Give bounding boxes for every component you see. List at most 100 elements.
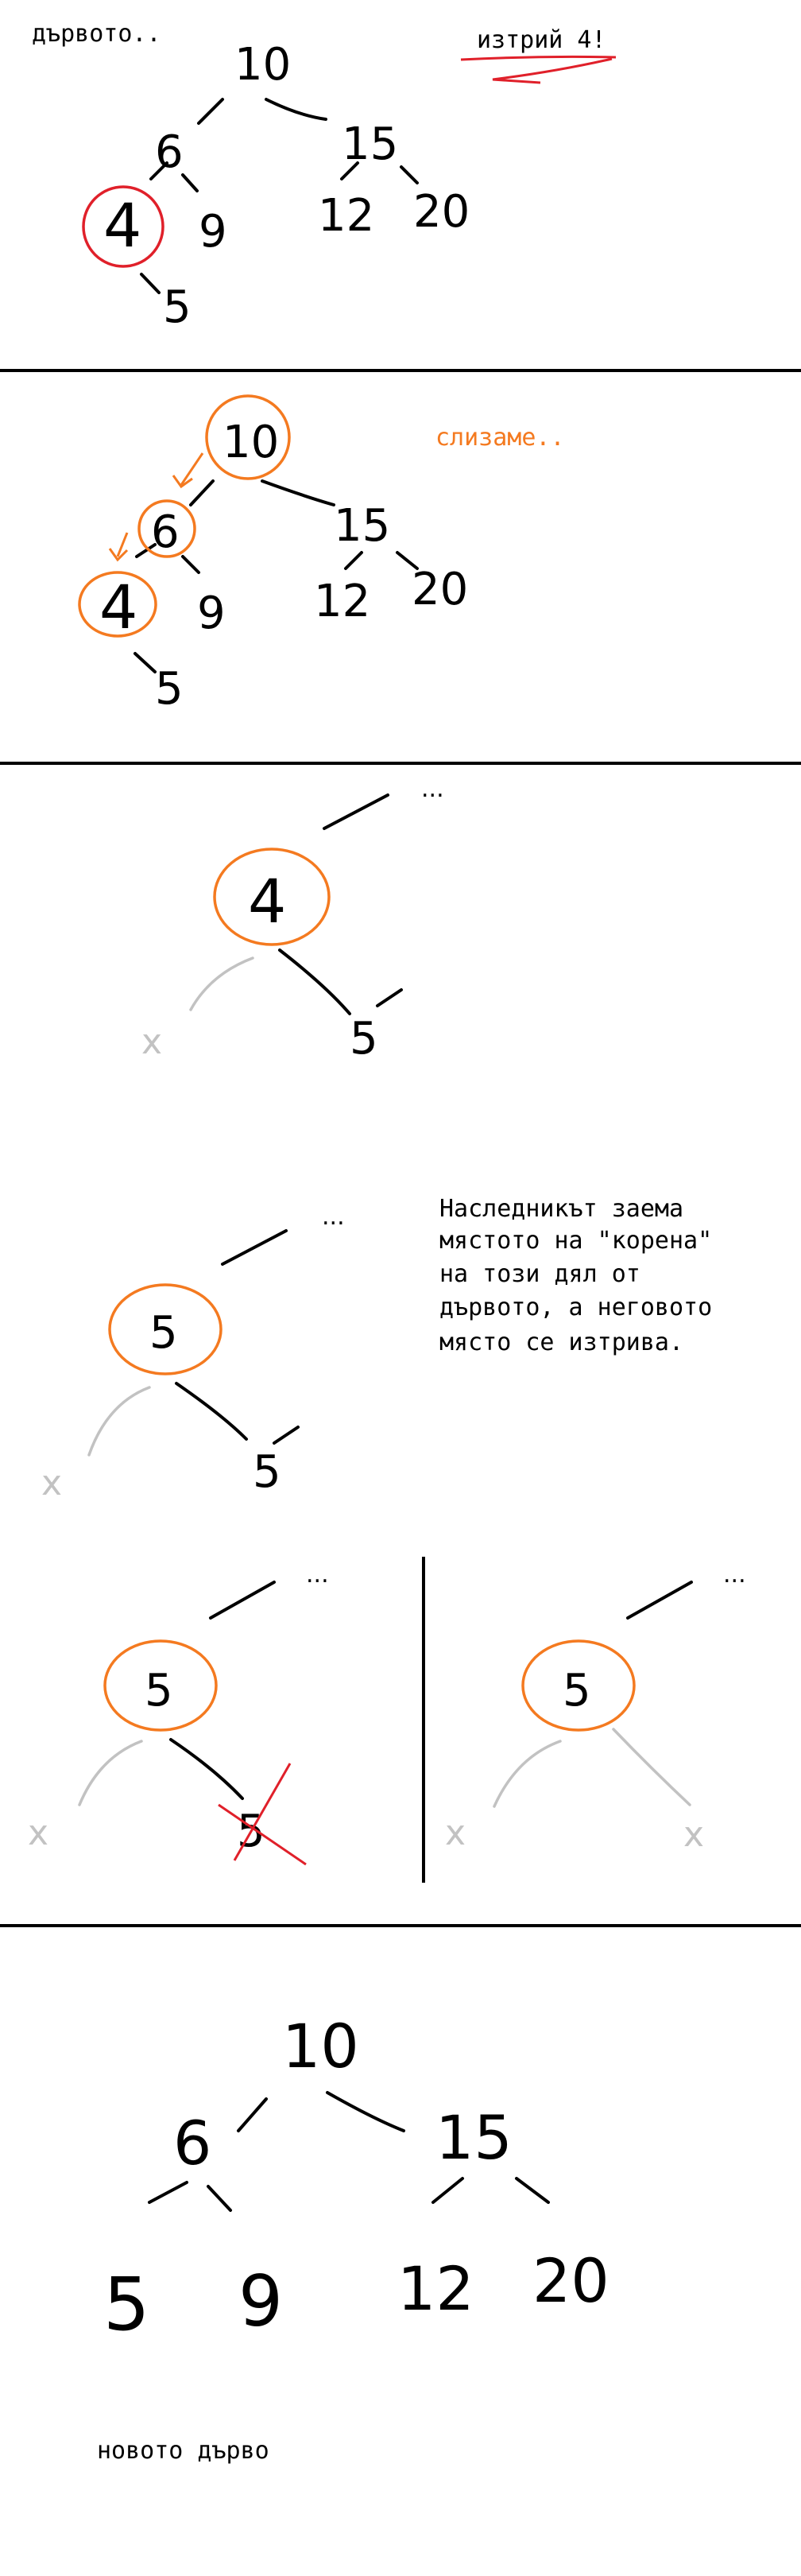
node-12: 12: [397, 2253, 474, 2324]
edge-6-5: [148, 2181, 188, 2204]
edge-parent: [323, 793, 389, 830]
edge-6-9: [181, 173, 199, 192]
edge-left-empty: [87, 1386, 151, 1457]
panel-subtree-node-4: ... 4 x 5: [141, 775, 444, 1065]
arrow-head-1: [172, 475, 193, 489]
edge-left-empty: [78, 1740, 143, 1806]
node-circle-5: [108, 1283, 222, 1375]
edge-right-tick: [376, 988, 403, 1007]
edge-right: [169, 1738, 244, 1800]
node-20: 20: [412, 564, 468, 615]
explanation-line-5: място се изтрива.: [439, 1329, 683, 1356]
edge-left-empty: [189, 956, 254, 1011]
explanation-line-1: Наследникът заема: [439, 1195, 683, 1223]
node-20: 20: [532, 2245, 609, 2316]
edge-6-9: [207, 2185, 232, 2212]
edge-10-6: [237, 2097, 268, 2132]
edge-15-20: [400, 165, 419, 184]
edge-10-15: [261, 479, 335, 506]
ellipsis: ...: [723, 1561, 746, 1589]
ellipsis: ...: [421, 775, 444, 803]
ellipsis: ...: [322, 1203, 345, 1231]
panel-descending: слизаме.. 10 6 15 4 9 12 20 5: [78, 394, 565, 715]
edge-4-5: [140, 273, 161, 294]
node-10: 10: [222, 417, 279, 468]
edge-15-20: [515, 2177, 550, 2204]
empty-left-x: x: [28, 1813, 48, 1853]
node-5-old: 5: [253, 1446, 281, 1498]
node-20: 20: [413, 186, 470, 238]
arrow-down-2: [116, 532, 129, 557]
strike-line-1: [218, 1803, 307, 1866]
edge-15-12: [431, 2177, 464, 2204]
step-result-subtree: ... 5 x x: [445, 1561, 746, 1855]
panel-new-tree: 10 6 15 5 9 12 20 новото дърво: [97, 2011, 609, 2465]
arrow-down-1: [180, 452, 204, 486]
edge-parent: [209, 1581, 276, 1620]
edge-10-15: [265, 98, 327, 121]
empty-right-x: x: [683, 1814, 704, 1855]
empty-left-x: x: [445, 1813, 466, 1853]
step-delete-old-place: ... 5 x 5: [28, 1561, 329, 1866]
delete-target-circle: [82, 185, 164, 268]
panel-successor-replaces: ... 5 x 5 Наследникът заема мястото на "…: [41, 1195, 712, 1503]
path-circle-6: [137, 499, 196, 558]
node-5: 5: [155, 663, 184, 715]
empty-left-x: x: [41, 1463, 62, 1503]
edge-15-12: [340, 161, 359, 180]
edge-left-empty: [493, 1740, 562, 1808]
node-10: 10: [234, 39, 291, 91]
edge-6-4: [149, 161, 168, 180]
edge-right: [175, 1382, 248, 1441]
node-5: 5: [350, 1013, 378, 1065]
caption-new-tree: новото дърво: [97, 2437, 269, 2465]
edge-6-4: [135, 543, 157, 558]
node-9: 9: [199, 206, 227, 258]
explanation-line-2: мястото на "корена": [439, 1227, 712, 1255]
panel-original-tree: дървото.. изтрий 4! 10 6 15 4 9 12 20 5: [32, 20, 617, 333]
panel-remove-successor: ... 5 x 5 ... 5 x x: [28, 1557, 746, 1883]
underline-mark: [460, 55, 617, 61]
path-circle-10: [205, 394, 291, 480]
edge-6-9: [181, 555, 200, 574]
node-5: 5: [163, 281, 192, 333]
node-5: 5: [563, 1665, 591, 1717]
node-4: 4: [99, 572, 137, 642]
edge-right: [278, 949, 351, 1015]
edge-4-5: [134, 652, 157, 673]
node-12: 12: [318, 190, 374, 242]
edge-10-6: [197, 98, 224, 125]
node-4: 4: [248, 866, 286, 937]
edge-right-empty: [612, 1728, 691, 1806]
edge-parent: [221, 1229, 288, 1266]
node-6: 6: [151, 506, 180, 558]
node-circle-5: [103, 1639, 218, 1732]
node-5: 5: [145, 1665, 173, 1717]
node-5-new-root: 5: [149, 1307, 178, 1359]
edge-15-12: [344, 551, 363, 570]
node-12: 12: [314, 576, 370, 627]
underline-scribble: [492, 57, 613, 84]
edge-10-15: [326, 2091, 405, 2132]
strike-line-2: [233, 1763, 292, 1861]
explanation-line-3: на този дял от: [439, 1260, 640, 1288]
edge-15-20: [396, 551, 419, 570]
node-10: 10: [282, 2011, 359, 2081]
caption-descending: слизаме..: [435, 424, 565, 452]
node-5: 5: [103, 2262, 150, 2347]
edge-parent: [626, 1581, 693, 1620]
node-15: 15: [342, 118, 398, 170]
edge-right-tick: [273, 1426, 300, 1445]
edge-10-6: [189, 479, 215, 506]
arrow-head-2: [108, 548, 129, 562]
node-4: 4: [103, 190, 141, 261]
node-15: 15: [334, 500, 390, 552]
node-6: 6: [173, 2108, 211, 2178]
node-15: 15: [435, 2102, 513, 2173]
path-circle-4: [78, 571, 157, 638]
ellipsis: ...: [306, 1561, 329, 1589]
empty-left-x: x: [141, 1022, 162, 1062]
node-9: 9: [238, 2260, 283, 2342]
node-6: 6: [155, 126, 184, 178]
